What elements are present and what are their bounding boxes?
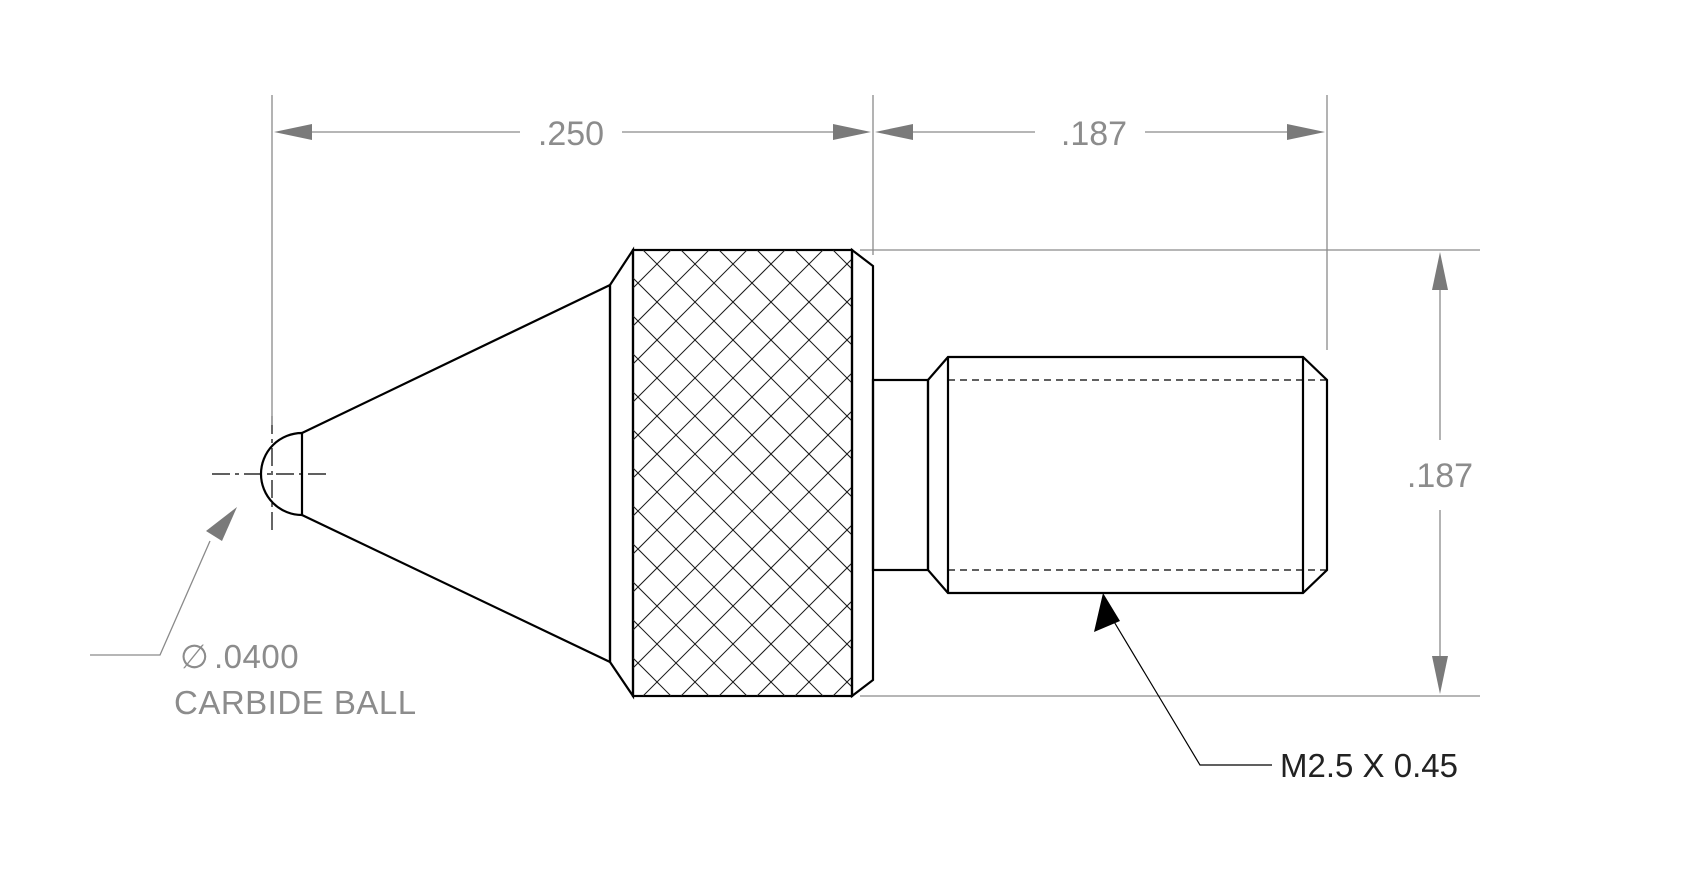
knurl-line (633, 695, 634, 696)
knurl-line (871, 250, 1317, 696)
knurl-line (985, 250, 1431, 696)
knurled-grip (631, 248, 854, 698)
dim-shank-label: .187 (1061, 115, 1127, 153)
knurl-line (1137, 250, 1583, 696)
threaded-shank (926, 355, 1329, 595)
knurl-line (985, 250, 1431, 696)
knurl-line (642, 486, 852, 696)
ball-diameter-symbol: ∅ (180, 638, 209, 675)
knurl-front-chamfer (608, 246, 635, 700)
knurl-line (633, 250, 824, 441)
ball-material-label: CARBIDE BALL (174, 684, 417, 721)
dim-shank-arrow-left (875, 124, 913, 140)
dim-height-arrow-top (1432, 252, 1448, 290)
knurl-line (633, 250, 672, 289)
thread-leader-line (1109, 614, 1272, 766)
thread-leader-arrow (1094, 593, 1120, 632)
dim-250-arrow-left (274, 124, 312, 140)
knurl-line (1175, 250, 1621, 696)
knurl-line (633, 296, 852, 517)
knurl-line (1289, 250, 1693, 696)
dimension-lines: .250 .187 .187 (271, 95, 1480, 697)
knurl-line (633, 250, 634, 251)
ball-diameter-label: .0400 (214, 638, 299, 675)
knurl-line (633, 657, 672, 696)
knurl-line (680, 524, 852, 696)
knurl-line (633, 250, 786, 403)
knurl-rear-chamfer (850, 247, 875, 699)
ball-leader-line (90, 540, 211, 656)
knurl-line (832, 250, 852, 270)
knurl-line (633, 505, 824, 696)
knurl-line (718, 250, 852, 384)
knurl-line (871, 250, 1317, 696)
knurl-pattern (633, 250, 1693, 696)
knurl-line (756, 250, 852, 346)
knurl-line (1023, 250, 1469, 696)
knurl-line (909, 250, 1355, 696)
knurl-line (794, 638, 852, 696)
knurl-line (633, 372, 852, 593)
ball-leader-arrow (206, 507, 237, 541)
dim-height-arrow-bottom (1432, 656, 1448, 694)
thread-spec-label: M2.5 X 0.45 (1280, 747, 1458, 784)
knurl-line (633, 543, 786, 696)
knurl-line (1099, 250, 1545, 696)
ball-callout: ∅ .0400 CARBIDE BALL (90, 507, 417, 721)
thread-callout: M2.5 X 0.45 (1094, 593, 1458, 784)
thread-relief-neck (871, 378, 930, 572)
knurl-line (832, 676, 852, 696)
knurl-line (909, 250, 1355, 696)
knurl-line (633, 619, 710, 696)
carbide-ball (259, 431, 304, 517)
knurl-line (633, 581, 748, 696)
stylus-part (212, 246, 1693, 700)
knurl-line (633, 334, 852, 555)
knurl-line (1137, 250, 1583, 696)
dim-height-label: .187 (1407, 457, 1473, 495)
knurl-line (1289, 250, 1693, 696)
knurl-line (633, 250, 748, 365)
knurl-line (756, 600, 852, 696)
knurl-line (680, 250, 852, 422)
dim-shank-arrow-right (1287, 124, 1325, 140)
cone-body (301, 283, 612, 664)
knurl-line (1023, 250, 1469, 696)
knurl-line (633, 258, 852, 479)
knurl-line (718, 562, 852, 696)
dim-250-label: .250 (538, 115, 604, 153)
knurl-line (642, 250, 852, 460)
dim-250-arrow-right (833, 124, 871, 140)
knurl-line (1175, 250, 1621, 696)
knurl-line (633, 410, 852, 631)
knurl-line (633, 250, 710, 327)
knurl-line (1099, 250, 1545, 696)
knurl-line (633, 448, 852, 669)
knurl-line (794, 250, 852, 308)
